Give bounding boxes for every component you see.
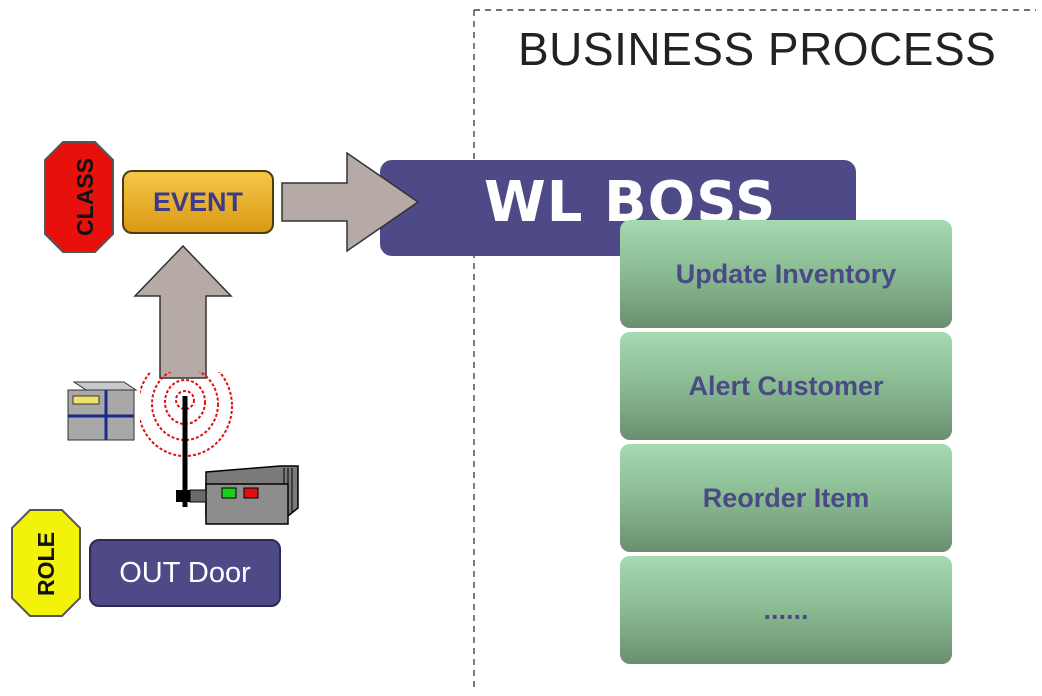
rfid-antenna-icon — [140, 372, 233, 507]
location-box: OUT Door — [89, 539, 281, 607]
role-octagon — [11, 509, 81, 617]
step-update-inventory: Update Inventory — [620, 220, 952, 328]
rfid-reader-icon — [189, 465, 299, 525]
role-badge-text: ROLE — [33, 532, 59, 596]
role-badge: ROLE — [11, 509, 81, 617]
step-more: ...... — [620, 556, 952, 664]
class-octagon — [44, 141, 114, 253]
step-alert-customer: Alert Customer — [620, 332, 952, 440]
class-badge: CLASS — [44, 141, 114, 253]
section-title: BUSINESS PROCESS — [518, 23, 997, 75]
event-box: EVENT — [122, 170, 274, 234]
up-arrow — [133, 244, 233, 379]
package-icon — [67, 381, 138, 441]
class-badge-text: CLASS — [72, 158, 98, 236]
right-arrow — [281, 151, 420, 253]
step-reorder-item: Reorder Item — [620, 444, 952, 552]
